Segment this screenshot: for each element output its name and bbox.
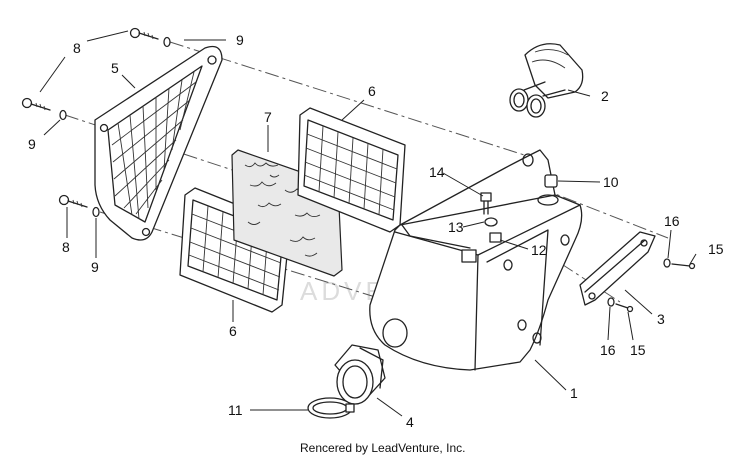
part-4-intake-boot xyxy=(334,344,386,405)
callout-8-bottom: 8 xyxy=(62,239,70,255)
callout-2: 2 xyxy=(601,88,609,104)
washer-9-bottom xyxy=(92,206,100,218)
callout-3: 3 xyxy=(657,311,665,327)
part-6-frame-upper xyxy=(297,107,406,233)
part-1-airbox-housing xyxy=(369,149,583,371)
callout-12: 12 xyxy=(531,242,547,258)
washer-9-left xyxy=(59,109,67,121)
part-15-screw-b xyxy=(615,303,634,313)
callout-11: 11 xyxy=(228,402,243,418)
callout-14: 14 xyxy=(429,164,445,180)
callout-9-top: 9 xyxy=(236,32,244,48)
part-13-washer xyxy=(484,217,498,227)
callout-labels: 8 9 5 9 8 9 6 7 6 2 14 10 13 12 16 15 3 … xyxy=(28,32,724,430)
callout-16-bottom: 16 xyxy=(600,342,616,358)
screw-8-left xyxy=(21,97,51,111)
part-2-intake-duct xyxy=(509,43,584,118)
screw-8-bottom xyxy=(58,194,88,208)
part-14-bolt xyxy=(480,192,492,215)
callout-9-bottom: 9 xyxy=(91,259,99,275)
callout-1: 1 xyxy=(570,385,578,401)
callout-15-bottom: 15 xyxy=(630,342,646,358)
callout-13: 13 xyxy=(448,219,464,235)
callout-9-left: 9 xyxy=(28,136,36,152)
callout-10: 10 xyxy=(603,174,619,190)
part-10-nut xyxy=(544,174,558,188)
callout-15-right: 15 xyxy=(708,241,724,257)
leader-lines xyxy=(39,30,697,417)
part-16-washer-b xyxy=(607,297,615,307)
part-15-screw-a xyxy=(671,262,696,270)
callout-5: 5 xyxy=(111,60,119,76)
part-11-hose-clamp xyxy=(307,397,355,419)
callout-4: 4 xyxy=(406,414,414,430)
callout-6-lower: 6 xyxy=(229,323,237,339)
part-12-clip xyxy=(489,232,502,243)
callout-16-right: 16 xyxy=(664,213,680,229)
callout-6-upper: 6 xyxy=(368,83,376,99)
callout-7: 7 xyxy=(264,109,272,125)
credit-text: Rencered by LeadVenture, Inc. xyxy=(300,441,465,455)
part-16-washer-a xyxy=(663,258,671,268)
screw-8-top xyxy=(129,27,159,40)
washer-9-top xyxy=(163,36,171,48)
callout-8-top: 8 xyxy=(73,40,81,56)
part-5-cover xyxy=(94,45,223,241)
part-3-bracket xyxy=(579,231,656,306)
